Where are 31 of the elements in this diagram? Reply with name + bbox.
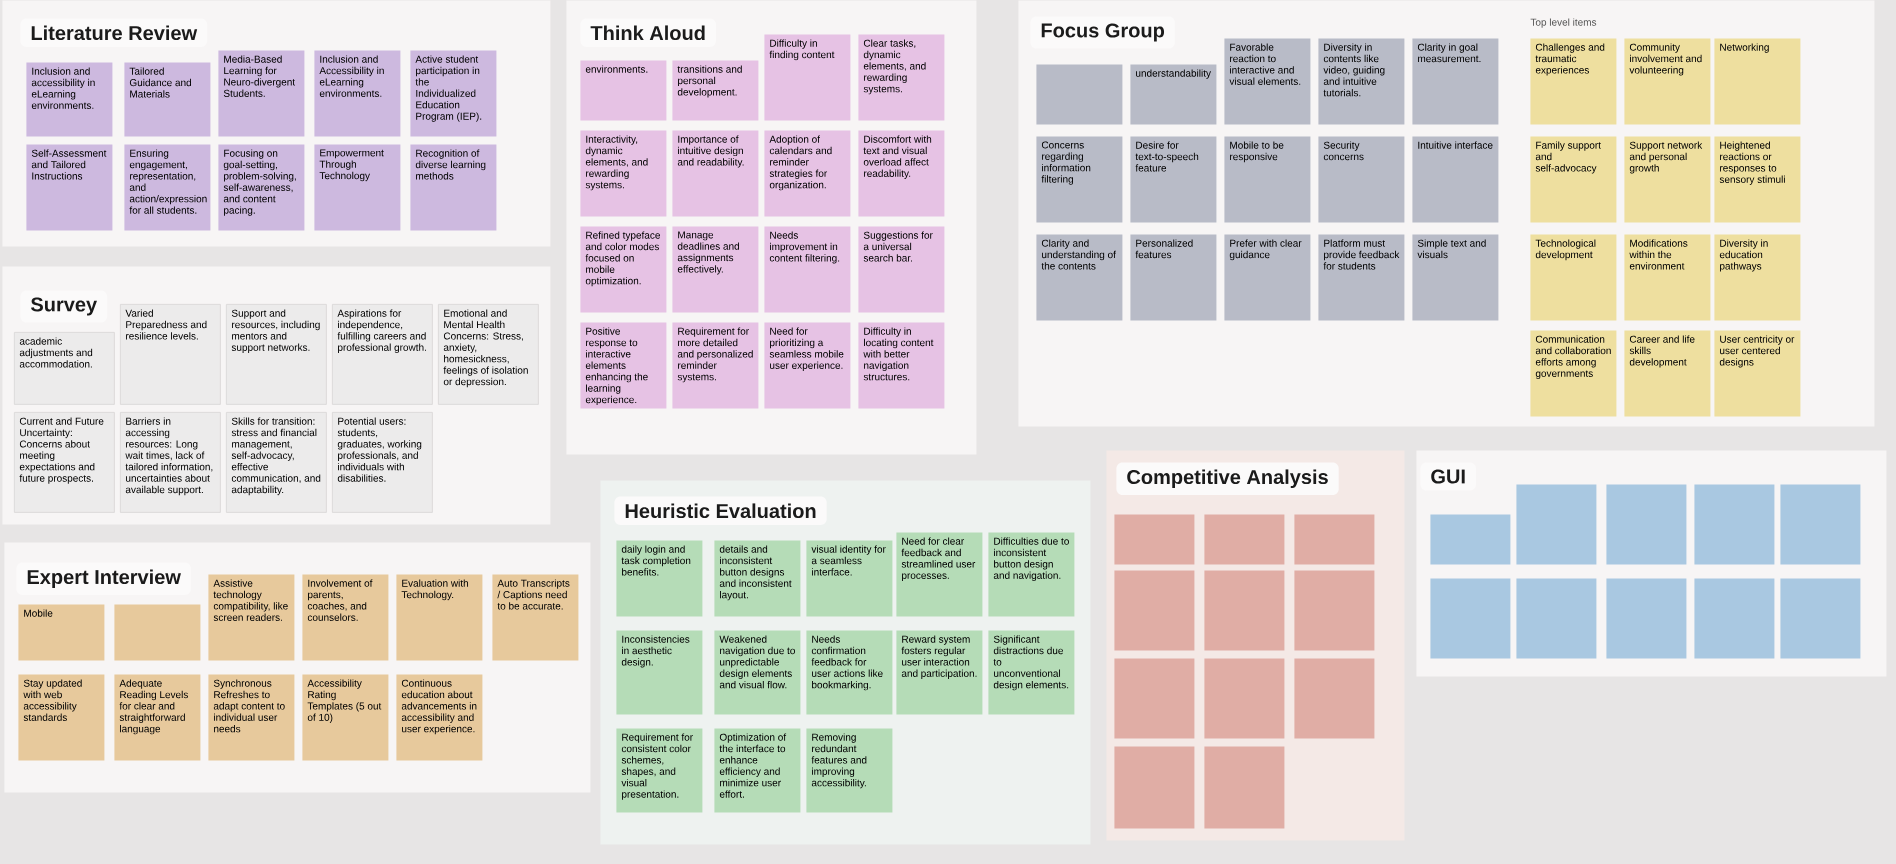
sticky-note: [1294, 514, 1375, 565]
sticky-note: [1114, 658, 1195, 739]
sticky-note: [1204, 658, 1285, 739]
panel-title: Literature Review: [20, 18, 208, 48]
sticky-note: [1294, 570, 1375, 651]
sticky-note: [1204, 514, 1285, 565]
sticky-note: [1606, 578, 1687, 659]
panel-title: GUI: [1420, 462, 1476, 491]
sticky-note: [1204, 570, 1285, 651]
sticky-note: [1114, 514, 1195, 565]
sticky-note: [1694, 578, 1775, 659]
panel-title: Think Aloud: [580, 18, 716, 48]
panel-title: Focus Group: [1030, 16, 1175, 49]
sticky-note: [1516, 484, 1597, 565]
sticky-note: [1430, 514, 1511, 565]
sticky-note: [1114, 746, 1195, 829]
sticky-note: [1694, 484, 1775, 565]
panel-title: Expert Interview: [16, 562, 191, 596]
sticky-note: [114, 604, 201, 661]
panel-title: Survey: [20, 290, 108, 323]
sticky-note: [1780, 484, 1861, 565]
sticky-note: [1780, 578, 1861, 659]
sticky-note: [1294, 658, 1375, 739]
sticky-note: [1036, 64, 1123, 125]
sticky-note: [1114, 570, 1195, 651]
sticky-note: [1606, 484, 1687, 565]
panel-title: Heuristic Evaluation: [614, 496, 827, 526]
panel-title: Competitive Analysis: [1116, 462, 1339, 496]
sticky-note: [1430, 578, 1511, 659]
sticky-note: [1204, 746, 1285, 829]
sticky-note: [1516, 578, 1597, 659]
